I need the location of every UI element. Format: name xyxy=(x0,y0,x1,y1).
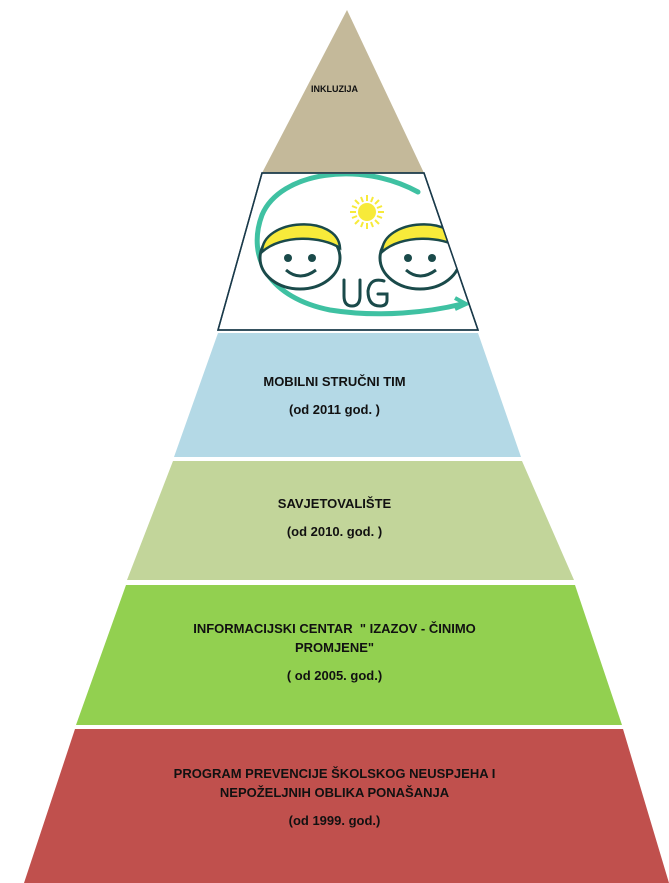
tier-informacijski-label-line1: INFORMACIJSKI CENTAR " IZAZOV - ČINIMO xyxy=(193,621,476,636)
sun-icon xyxy=(350,195,384,229)
tier-informacijski-label-line2: PROMJENE" xyxy=(294,640,375,655)
tier-savjetovaliste-text: SAVJETOVALIŠTE (od 2010. god. ) xyxy=(0,494,669,541)
tier-mobilni-text: MOBILNI STRUČNI TIM (od 2011 god. ) xyxy=(0,372,669,419)
tier-program-label-line2: NEPOŽELJNIH OBLIKA PONAŠANJA xyxy=(219,785,450,800)
child-face-right-icon xyxy=(378,223,462,291)
tier-inkluzija-label: INKLUZIJA xyxy=(311,84,358,94)
tier-mobilni-year: (od 2011 god. ) xyxy=(288,402,380,417)
tier-savjetovaliste-year: (od 2010. god. ) xyxy=(286,524,383,539)
ug-lettering-icon xyxy=(342,278,389,308)
tier-program-shape xyxy=(24,729,669,883)
tier-inkluzija-text: INKLUZIJA xyxy=(0,80,669,99)
tier-inkluzija-shape xyxy=(262,10,424,173)
child-face-left-icon xyxy=(258,223,342,291)
tier-savjetovaliste-shape xyxy=(127,461,574,580)
tier-program-year: (od 1999. god.) xyxy=(288,813,381,828)
tier-savjetovaliste-label: SAVJETOVALIŠTE xyxy=(277,496,392,511)
tier-mobilni-shape xyxy=(174,333,521,457)
tier-informacijski-year: ( od 2005. god.) xyxy=(286,668,383,683)
tier-informacijski-text: INFORMACIJSKI CENTAR " IZAZOV - ČINIMO P… xyxy=(0,619,669,685)
logo-emblem xyxy=(254,174,471,317)
tier-program-label-line1: PROGRAM PREVENCIJE ŠKOLSKOG NEUSPJEHA I xyxy=(173,766,496,781)
tier-program-text: PROGRAM PREVENCIJE ŠKOLSKOG NEUSPJEHA I … xyxy=(0,764,669,830)
tier-informacijski-shape xyxy=(76,585,622,725)
tier-mobilni-label: MOBILNI STRUČNI TIM xyxy=(263,374,406,389)
